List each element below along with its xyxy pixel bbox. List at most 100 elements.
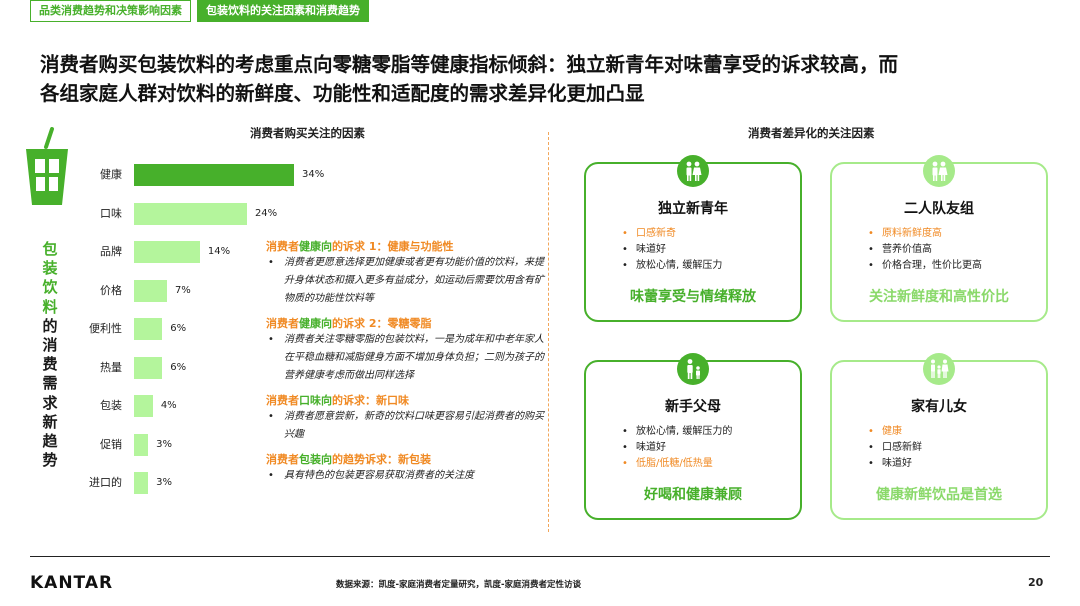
bar xyxy=(134,472,149,494)
bar-row: 促销 3% xyxy=(80,433,340,456)
bar-value-label: 34% xyxy=(302,169,325,180)
claim-body: 消费者愿意尝新，新奇的饮料口味更容易引起消费者的购买兴趣 xyxy=(266,408,546,444)
bar xyxy=(134,395,153,417)
segment-factor-item: 健康 xyxy=(868,424,922,440)
segment-factor-item: 口感新奇 xyxy=(622,226,722,242)
bar-row: 热量 6% xyxy=(80,356,340,379)
tab-packaged-beverage[interactable]: 包装饮料的关注因素和消费趋势 xyxy=(197,0,369,22)
bar xyxy=(134,279,167,302)
segment-factor-list: 口感新奇味道好放松心情, 缓解压力 xyxy=(622,226,722,274)
bar-row: 便利性 6% xyxy=(80,318,340,340)
drink-cup-icon xyxy=(26,127,68,205)
segment-factor-item: 味道好 xyxy=(622,440,732,456)
bar xyxy=(134,318,163,340)
bar xyxy=(134,356,163,379)
segment-summary: 关注新鲜度和高性价比 xyxy=(869,289,1009,305)
claim-body: 具有特色的包装更容易获取消费者的关注度 xyxy=(266,467,546,485)
vertical-label-char: 需 xyxy=(42,374,58,393)
vertical-label-char: 包 xyxy=(42,240,58,258)
vertical-label-char: 饮 xyxy=(42,278,58,297)
bar-category-label: 健康 xyxy=(100,168,122,181)
bar-category-label: 包装 xyxy=(100,399,122,412)
segment-card: 家有儿女健康口感新鲜味道好健康新鲜饮品是首选 xyxy=(830,353,1048,520)
bar-category-label: 热量 xyxy=(100,360,122,374)
bar-row: 品牌 14% xyxy=(80,241,340,263)
bar xyxy=(134,433,149,456)
claim-heading: 消费者健康向的诉求 1：健康与功能性 xyxy=(266,240,454,253)
segment-factor-item: 味道好 xyxy=(622,242,722,258)
kantar-logo: KANTAR xyxy=(30,573,114,593)
couple-icon xyxy=(923,155,955,187)
segment-summary: 味蕾享受与情绪释放 xyxy=(630,289,756,305)
bar-row: 价格 7% xyxy=(80,279,340,302)
segment-title: 新手父母 xyxy=(665,399,721,415)
bar-category-label: 品牌 xyxy=(100,245,122,258)
bar-row: 健康 34% xyxy=(80,164,340,186)
family-icon xyxy=(923,353,955,385)
bar xyxy=(134,241,200,263)
vertical-label-char: 的 xyxy=(42,316,58,335)
bar-category-label: 促销 xyxy=(100,437,122,451)
segment-summary: 健康新鲜饮品是首选 xyxy=(876,487,1002,503)
vertical-label-char: 趋 xyxy=(42,432,58,451)
bar-category-label: 便利性 xyxy=(89,322,122,335)
page-title-line-2: 各组家庭人群对饮料的新鲜度、功能性和适配度的需求差异化更加凸显 xyxy=(40,82,645,105)
segment-title: 家有儿女 xyxy=(911,399,967,415)
vertical-label-char: 新 xyxy=(42,412,58,431)
bar-value-label: 3% xyxy=(156,477,172,488)
segment-factor-item: 价格合理，性价比更高 xyxy=(868,258,982,274)
claims-list: 消费者健康向的诉求 1：健康与功能性 消费者更愿意选择更加健康或者更有功能价值的… xyxy=(266,239,546,493)
segment-factor-item: 原料新鲜度高 xyxy=(868,226,982,242)
footer-divider xyxy=(30,556,1050,557)
left-section-title: 消费者购买关注的因素 xyxy=(250,126,365,140)
bar-value-label: 24% xyxy=(254,207,278,219)
segment-factor-item: 口感新鲜 xyxy=(868,440,922,456)
segment-factor-list: 原料新鲜度高营养价值高价格合理，性价比更高 xyxy=(868,226,982,274)
claim-heading: 消费者健康向的诉求 2：零糖零脂 xyxy=(266,317,432,330)
couple-icon xyxy=(677,155,709,187)
vertical-label-char: 消 xyxy=(42,336,58,355)
claim-heading: 消费者口味向的诉求：新口味 xyxy=(266,394,409,407)
page-title: 消费者购买包装饮料的考虑重点向零糖零脂等健康指标倾斜：独立新青年对味蕾享受的诉求… xyxy=(40,50,1050,108)
parent-child-icon xyxy=(677,353,709,385)
claim-block: 消费者包装向的趋势诉求：新包装 具有特色的包装更容易获取消费者的关注度 xyxy=(266,452,546,485)
bar-value-label: 4% xyxy=(160,400,177,411)
bar xyxy=(134,202,247,225)
claim-block: 消费者健康向的诉求 1：健康与功能性 消费者更愿意选择更加健康或者更有功能价值的… xyxy=(266,239,546,308)
tab-bar: 品类消费趋势和决策影响因素 包装饮料的关注因素和消费趋势 xyxy=(30,0,369,22)
claim-block: 消费者口味向的诉求：新口味 消费者愿意尝新，新奇的饮料口味更容易引起消费者的购买… xyxy=(266,393,546,444)
bar xyxy=(134,164,294,186)
right-section-title: 消费者差异化的关注因素 xyxy=(748,126,875,140)
claim-body: 消费者关注零糖零脂的包装饮料，一是为成年和中老年家人在平稳血糖和减脂健身方面不增… xyxy=(266,331,546,385)
page-number: 20 xyxy=(1028,576,1044,589)
source-note: 数据来源：凯度-家庭消费者定量研究，凯度-家庭消费者定性访谈 xyxy=(336,580,582,590)
tab-category-trends[interactable]: 品类消费趋势和决策影响因素 xyxy=(30,0,191,22)
section-divider xyxy=(548,132,549,532)
bar-category-label: 口味 xyxy=(100,206,122,220)
claim-block: 消费者健康向的诉求 2：零糖零脂 消费者关注零糖零脂的包装饮料，一是为成年和中老… xyxy=(266,316,546,385)
bar-value-label: 3% xyxy=(156,438,172,450)
bar-value-label: 7% xyxy=(174,284,191,296)
vertical-label-char: 势 xyxy=(42,451,58,470)
bar-category-label: 价格 xyxy=(100,283,122,297)
segment-factor-list: 健康口感新鲜味道好 xyxy=(868,424,922,472)
segment-summary: 好喝和健康兼顾 xyxy=(644,487,742,503)
segment-factor-list: 放松心情, 缓解压力的味道好低脂/低糖/低热量 xyxy=(622,424,732,472)
bar-value-label: 6% xyxy=(170,323,187,334)
bar-row: 进口的 3% xyxy=(80,472,340,494)
vertical-label-char: 费 xyxy=(42,355,58,374)
segment-factor-item: 营养价值高 xyxy=(868,242,982,258)
page-title-line-1: 消费者购买包装饮料的考虑重点向零糖零脂等健康指标倾斜：独立新青年对味蕾享受的诉求… xyxy=(40,53,899,76)
vertical-label-char: 求 xyxy=(42,393,58,412)
bar-value-label: 14% xyxy=(207,246,231,257)
bar-value-label: 6% xyxy=(170,361,187,373)
bar-category-label: 进口的 xyxy=(89,476,122,489)
bar-row: 包装 4% xyxy=(80,395,340,417)
bar-row: 口味 24% xyxy=(80,202,340,225)
segment-factor-item: 放松心情, 缓解压力的 xyxy=(622,424,732,440)
vertical-label-char: 料 xyxy=(42,297,58,316)
segment-factor-item: 放松心情, 缓解压力 xyxy=(622,258,722,274)
